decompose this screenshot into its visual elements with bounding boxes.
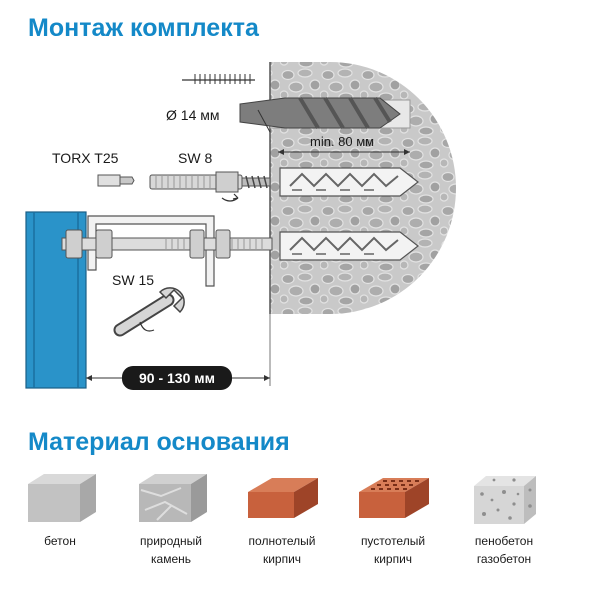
facade-profile <box>25 211 87 389</box>
aerated-concrete-icon <box>474 476 536 524</box>
depth-label: min. 80 мм <box>310 134 374 149</box>
material-item-solid-brick: полнотелый кирпич <box>227 470 337 568</box>
materials-list: бетон природный камень полнотелый кирпич <box>0 470 600 590</box>
material-label-line1: природный <box>140 534 202 548</box>
natural-stone-icon <box>139 474 207 522</box>
material-label-line1: полнотелый <box>248 534 316 548</box>
base-material-title: Материал основания <box>28 428 290 456</box>
hex-bolt-sw8 <box>149 171 271 202</box>
distance-label: 90 - 130 мм <box>139 370 215 386</box>
material-label-line2: кирпич <box>373 552 413 566</box>
threaded-stud <box>61 229 273 259</box>
material-label-line2: кирпич <box>262 552 302 566</box>
drill-bit <box>182 74 411 133</box>
torx-label: TORX T25 <box>52 150 119 166</box>
drill-diameter-label: Ø 14 мм <box>166 107 220 123</box>
assembly-title: Монтаж комплекта <box>28 14 259 42</box>
wrench-icon <box>113 287 185 337</box>
material-label-line2: газобетон <box>476 552 532 566</box>
distance-dimension <box>86 366 270 390</box>
anchor-lower <box>279 231 419 261</box>
assembly-diagram: Ø 14 мм min. 80 мм SW 8 TORX T25 <box>25 62 456 390</box>
solid-brick-icon <box>248 478 318 518</box>
hollow-brick-icon <box>359 478 429 518</box>
material-item-hollow-brick: пустотелый кирпич <box>338 470 448 568</box>
material-item-aerated-concrete: пенобетон газобетон <box>449 470 559 568</box>
sw15-label: SW 15 <box>112 272 154 288</box>
material-label-line1: бетон <box>44 534 76 548</box>
sw8-label: SW 8 <box>178 150 212 166</box>
anchor-upper <box>279 167 419 197</box>
torx-bit <box>97 174 135 187</box>
material-label-line2: камень <box>151 552 191 566</box>
concrete-block-icon <box>28 474 96 522</box>
material-label-line1: пустотелый <box>360 534 426 548</box>
material-label-line1: пенобетон <box>474 534 534 548</box>
depth-dimension <box>278 149 410 155</box>
material-item-concrete: бетон <box>5 470 115 550</box>
material-item-natural-stone: природный камень <box>116 470 226 568</box>
